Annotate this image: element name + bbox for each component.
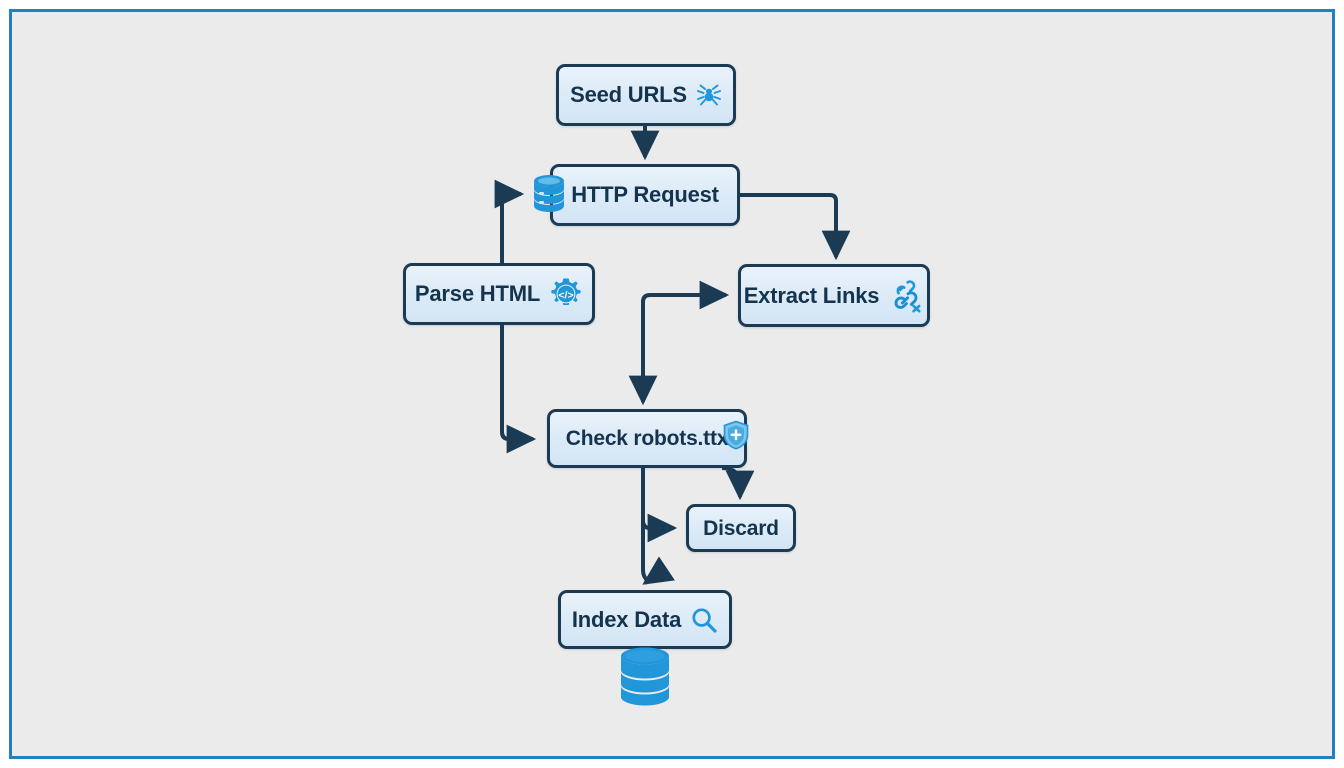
node-discard-label: Discard — [703, 516, 779, 540]
database-icon — [527, 172, 571, 219]
node-seed-urls[interactable]: Seed URLS — [556, 64, 736, 126]
node-check-robots[interactable]: Check robots.ttx — [547, 409, 747, 468]
edge-parse-to-http — [494, 179, 525, 263]
node-extract-links[interactable]: Extract Links — [738, 264, 930, 327]
edge-robots-to-discard-left — [641, 468, 678, 543]
broken-link-icon — [888, 278, 924, 314]
node-http-request[interactable]: HTTP Request — [550, 164, 740, 226]
database-cylinder-icon — [613, 645, 677, 714]
edge-robots-to-discard-top — [721, 466, 755, 501]
magnifier-icon — [690, 606, 718, 634]
gear-code-icon: </> — [549, 277, 583, 311]
spider-icon — [696, 82, 722, 108]
node-parse-html-label: Parse HTML — [414, 281, 541, 306]
svg-text:</>: </> — [558, 289, 573, 301]
node-extract-links-label: Extract Links — [743, 282, 880, 308]
edge-robots-to-index — [641, 520, 675, 585]
edge-http-to-extract — [740, 193, 851, 261]
edge-parse-to-robots — [500, 325, 537, 454]
shield-plus-icon — [722, 420, 750, 455]
node-check-robots-label: Check robots.ttx — [565, 427, 729, 450]
node-discard[interactable]: Discard — [686, 504, 796, 552]
node-parse-html[interactable]: Parse HTML </> — [403, 263, 595, 325]
edge-branch-to-extract — [641, 280, 730, 402]
node-index-data[interactable]: Index Data — [558, 590, 732, 649]
node-seed-urls-label: Seed URLS — [570, 82, 687, 107]
node-http-request-label: HTTP Request — [571, 182, 719, 207]
node-index-data-label: Index Data — [571, 606, 682, 632]
